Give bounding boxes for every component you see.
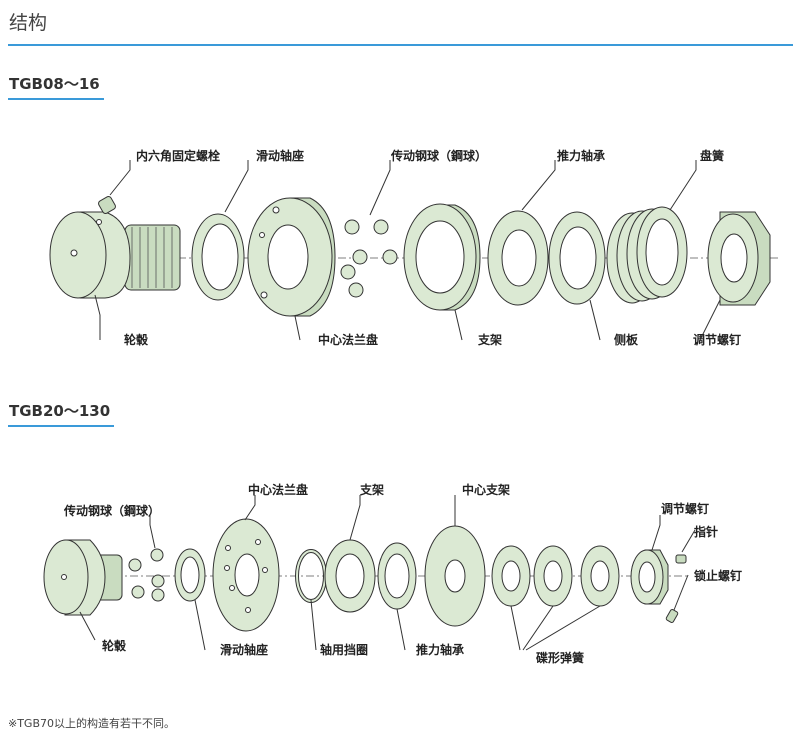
center-retainer-part (424, 525, 486, 627)
center-flange-part (212, 518, 280, 632)
label-thrust-bearing: 推力轴承 (557, 148, 605, 163)
label-center-flange: 中心法兰盘 (318, 332, 378, 347)
label-belleville-spring: 碟形弹簧 (536, 650, 584, 665)
belleville-springs-part (491, 545, 620, 607)
section-title-tgb20-130: TGB20～130 (9, 402, 111, 420)
label-hex-bolt: 内六角固定螺栓 (136, 148, 220, 163)
hex-bolt-part (98, 196, 116, 214)
sliding-seat-part (174, 548, 206, 602)
thrust-bearing-part (377, 542, 417, 610)
retainer-part (403, 203, 481, 311)
section-underline (8, 98, 104, 100)
label-sliding-seat: 滑动轴座 (256, 148, 304, 163)
adjust-nut-part (630, 549, 669, 605)
sliding-seat-part (191, 213, 245, 301)
thrust-bearing-part (487, 210, 549, 306)
center-flange-part (247, 197, 336, 317)
label-sliding-seat: 滑动轴座 (220, 642, 268, 657)
label-disc-spring: 盘簧 (700, 148, 724, 163)
footnote: ※TGB70以上的构造有若干不同。 (8, 717, 176, 730)
label-steel-ball: 传动钢球（鋼球） (390, 148, 487, 163)
label-indicator: 指针 (694, 524, 718, 539)
adjust-nut-part (707, 211, 771, 306)
lock-screw-part (665, 609, 679, 623)
hub-part (43, 539, 123, 616)
steel-balls-part (340, 219, 398, 298)
leader-lines (79, 495, 696, 651)
disc-spring-part (606, 206, 688, 304)
label-hub: 轮毂 (124, 332, 149, 347)
label-hub: 轮毂 (102, 638, 127, 653)
label-shaft-retaining-ring: 轴用挡圈 (320, 642, 368, 657)
section-title-tgb08-16: TGB08～16 (9, 75, 100, 93)
exploded-diagram-tgb08-16: 内六角固定螺栓 滑动轴座 传动钢球（鋼球） 推力轴承 盘簧 轮毂 中心法兰盘 支… (49, 148, 780, 347)
label-adjust-nut: 调节螺钉 (693, 332, 741, 347)
label-retainer: 支架 (359, 482, 384, 497)
label-steel-ball: 传动钢球（鋼球） (63, 503, 160, 518)
retainer-part (324, 539, 376, 613)
label-side-plate: 侧板 (614, 332, 639, 347)
steel-balls-part (128, 548, 165, 602)
title-divider (8, 44, 793, 46)
label-adjust-nut: 调节螺钉 (661, 501, 709, 516)
indicator-part (675, 554, 687, 564)
page-title: 结构 (9, 12, 48, 34)
side-plate-part (548, 211, 606, 305)
leader-lines (94, 160, 721, 341)
label-thrust-bearing: 推力轴承 (416, 642, 464, 657)
section-underline (8, 425, 114, 427)
label-retainer: 支架 (477, 332, 502, 347)
hub-part (49, 211, 181, 299)
label-center-flange: 中心法兰盘 (248, 482, 308, 497)
label-center-retainer: 中心支架 (462, 482, 510, 497)
exploded-diagram-tgb20-130: 传动钢球（鋼球） 中心法兰盘 支架 中心支架 调节螺钉 指针 锁止螺钉 轮毂 滑… (43, 482, 742, 665)
label-lock-screw: 锁止螺钉 (694, 568, 742, 583)
